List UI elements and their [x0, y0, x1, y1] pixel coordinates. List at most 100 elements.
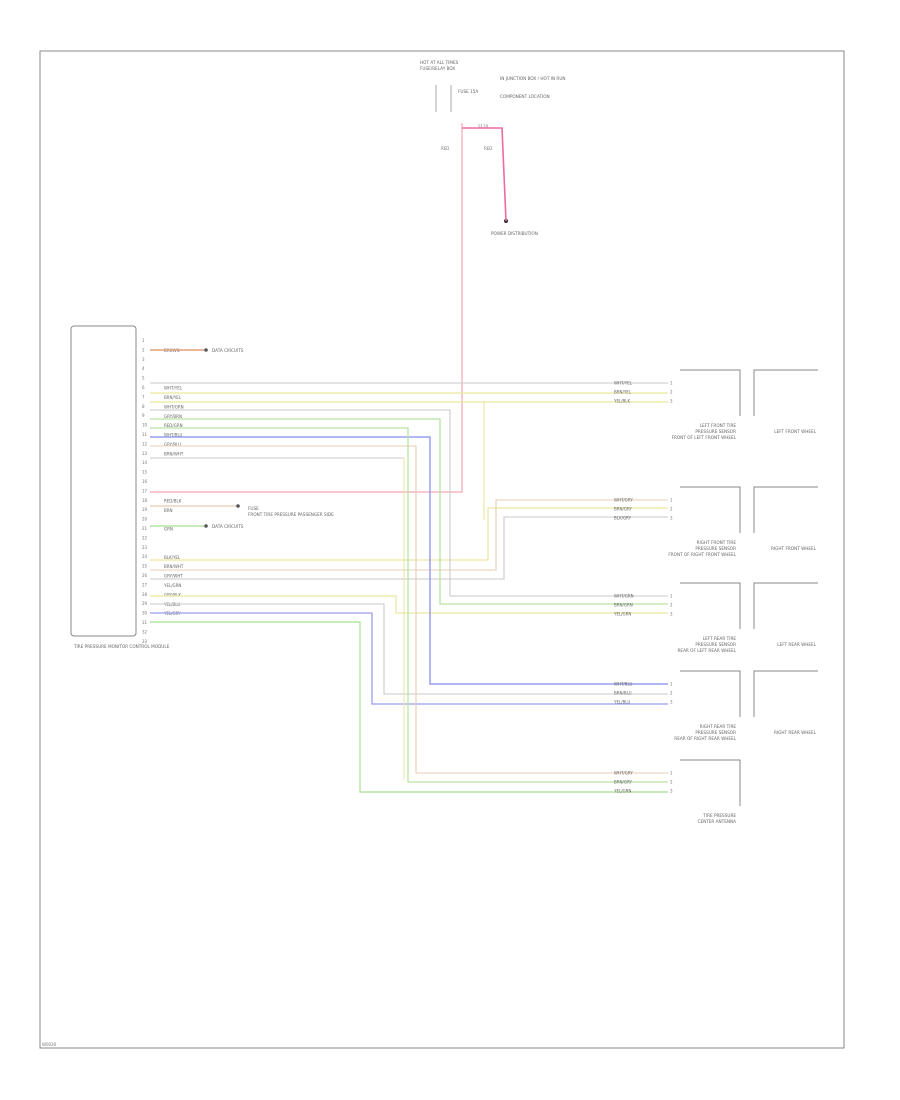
module-pin: 28 [142, 592, 148, 597]
module-pin: 15 [142, 470, 148, 475]
module-caption: TIRE PRESSURE MONITOR CONTROL MODULE [73, 644, 170, 649]
wheel-box [753, 670, 818, 717]
top-wire-note: DATA CIRCUITS [212, 348, 244, 353]
fuse-side-note: IN JUNCTION BOX / HOT IN RUN [500, 76, 566, 81]
wire-feed-red [150, 123, 463, 493]
module-wire-label: RED/BLK [164, 498, 182, 503]
module-pin: 16 [142, 479, 148, 484]
sensor-caption-b: PRESSURE SENSOR [695, 730, 736, 735]
module-wire-labels: BROWNWHT/YELBRN/YELWHT/GRNGRY/BRNRED/GRN… [163, 348, 184, 616]
data-dot-icon [204, 524, 208, 528]
sensor-box [680, 582, 741, 629]
wire-rr-2 [150, 603, 668, 695]
sensor-caption-a: LEFT FRONT TIRE [700, 423, 737, 428]
module-box [70, 325, 137, 637]
sensor-pin: 3 [670, 700, 673, 705]
ground-note: DATA CIRCUITS [212, 524, 244, 529]
module-pin: 18 [142, 498, 148, 503]
sensor-pin: 3 [670, 399, 673, 404]
module-wire-label: YEL/GRY [163, 611, 181, 616]
wire-lr-3 [150, 595, 668, 614]
module-pin: 27 [142, 582, 148, 587]
module-pin: 33 [142, 639, 148, 644]
module-wire-label: BRN [164, 508, 173, 513]
sensor-wire-label: YEL/GRN [613, 612, 631, 617]
module-pin: 1 [142, 338, 145, 343]
fuse-note-b: FRONT TIRE PRESSURE PASSENGER SIDE [248, 512, 334, 517]
module-pin: 9 [142, 413, 145, 418]
module-pin: 30 [142, 611, 148, 616]
wire-rf-2 [150, 499, 668, 571]
connector-dot-icon [204, 348, 208, 352]
fuse-block-title: HOT AT ALL TIMES [420, 60, 459, 65]
module-pin: 31 [142, 620, 148, 625]
wheel-caption: RIGHT REAR WHEEL [774, 730, 817, 735]
sensor-pin: 2 [670, 691, 673, 696]
module-wire-label: WHT/BLU [164, 433, 183, 438]
wire-lf-drop [480, 401, 485, 520]
fuse-pin-a: RED [441, 146, 449, 151]
module-pin: 7 [142, 394, 145, 399]
sensor-wire-label: YEL/GRN [613, 789, 631, 794]
module-pin: 4 [142, 366, 145, 371]
sensor-box [680, 759, 741, 806]
sensor-wire-label: WHT/GRN [614, 594, 634, 599]
fuse-note-2: COMPONENT LOCATION [500, 94, 550, 99]
sensor-caption-c: REAR OF LEFT REAR WHEEL [678, 648, 737, 653]
sensor-wire-label: WHT/BLU [614, 682, 633, 687]
sensor-caption-a: RIGHT REAR TIRE [700, 724, 737, 729]
fuse-note-a: FUSE [248, 506, 259, 511]
module-pin: 26 [142, 573, 148, 578]
wire-ant-3 [150, 621, 668, 793]
sensor-caption-c: FRONT OF RIGHT FRONT WHEEL [668, 552, 736, 557]
module-pin: 8 [142, 404, 145, 409]
sensor-pin: 3 [670, 516, 673, 521]
sensor-pin: 2 [670, 390, 673, 395]
module-pin: 2 [142, 347, 145, 352]
page-code: W0030 [42, 1042, 57, 1047]
module-wire-label: BRN/WHT [164, 451, 184, 456]
ground-caption: POWER DISTRIBUTION [491, 231, 538, 236]
wheel-caption: LEFT FRONT WHEEL [774, 429, 816, 434]
sensor-pin: 3 [670, 789, 673, 794]
sensor-box [680, 486, 741, 533]
sensor-wire-label: BLK/GRY [614, 516, 632, 521]
module-wire-label: BLK/YEL [164, 555, 181, 560]
module-pin: 21 [142, 526, 148, 531]
fuse-block-subtitle: FUSE/RELAY BOX [420, 66, 455, 71]
module-wire-label: BRN/WHT [164, 564, 184, 569]
module-pin: 13 [142, 451, 148, 456]
fuse-label: FUSE 15A [458, 89, 478, 94]
module-wire-label: GRY/WHT [164, 574, 183, 579]
module-wire-label: RED/GRN [164, 423, 183, 428]
diagram-frame [39, 50, 845, 1049]
wheel-caption: RIGHT FRONT WHEEL [771, 546, 817, 551]
sensor-pin: 1 [670, 594, 673, 599]
sensor-box [680, 670, 741, 717]
wire-lr-1 [150, 409, 668, 597]
fuse-dot-icon [236, 504, 240, 508]
wire-feed-ground [462, 127, 507, 222]
sensor-box [680, 369, 741, 416]
module-pin: 10 [142, 423, 148, 428]
sensor-caption-b: PRESSURE SENSOR [695, 642, 736, 647]
module-wire-label: GRY/BLK [164, 592, 181, 597]
module-pin: 17 [142, 488, 148, 493]
sensor-pin: 1 [670, 771, 673, 776]
module-wire-label: GRY/BLU [164, 442, 181, 447]
fuse-pin-b: RED [484, 146, 492, 151]
sensor-caption-c: FRONT OF LEFT FRONT WHEEL [672, 435, 737, 440]
sensor-pin: 1 [670, 381, 673, 386]
wire-ant-1 [150, 445, 668, 774]
module-pin: 32 [142, 629, 148, 634]
wire-rr-3 [150, 612, 668, 705]
module-wire-label: GRY/BRN [164, 414, 182, 419]
sensor-wire-label: BRN/YEL [614, 390, 632, 395]
sensor-pin: 2 [670, 507, 673, 512]
fuse-block: HOT AT ALL TIMES FUSE/RELAY BOX FUSE 15A… [420, 60, 566, 236]
